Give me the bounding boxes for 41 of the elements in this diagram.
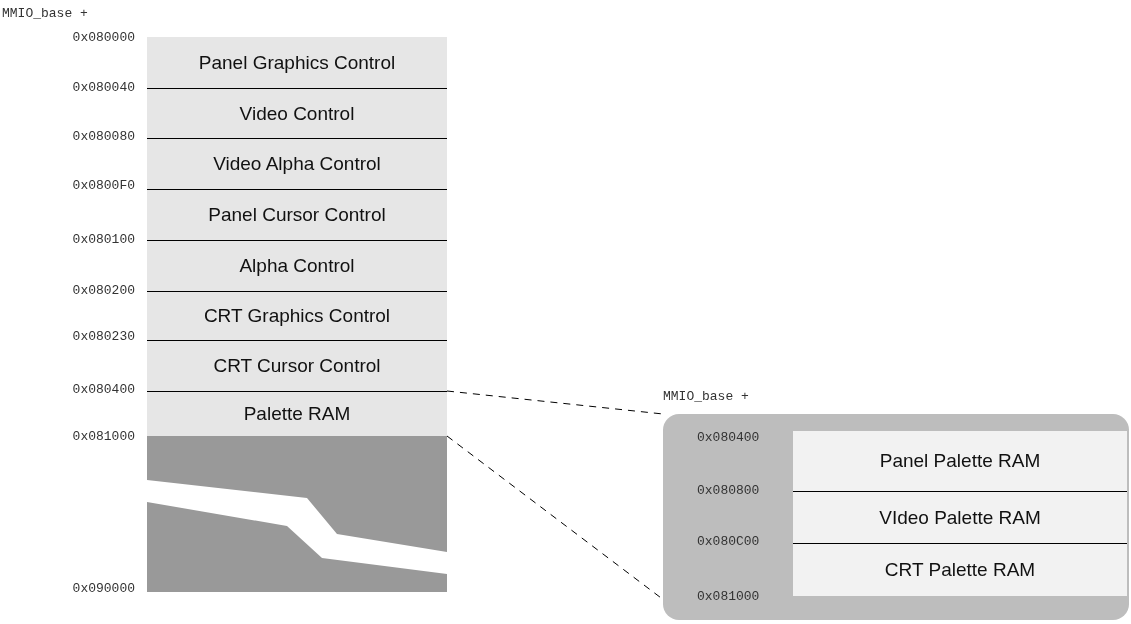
region-name: Alpha Control — [239, 255, 355, 277]
address-label: 0x080800 — [697, 483, 760, 498]
memory-region — [793, 491, 1127, 543]
memory-region — [793, 431, 1127, 491]
memory-region — [793, 543, 1127, 596]
region-name: Panel Palette RAM — [879, 450, 1041, 472]
region-name: Palette RAM — [243, 403, 351, 425]
address-label: 0x080230 — [72, 329, 135, 344]
address-label: 0x080000 — [72, 30, 135, 45]
memory-region — [147, 291, 447, 340]
base-label: MMIO_base + — [663, 389, 749, 404]
address-label: 0x0800F0 — [72, 178, 135, 193]
address-label: 0x080200 — [72, 283, 135, 298]
zoom-panel — [663, 414, 1129, 620]
region-name: Panel Cursor Control — [208, 204, 386, 226]
base-label: MMIO_base + — [2, 6, 88, 21]
address-label: 0x080400 — [72, 382, 135, 397]
address-label: 0x080C00 — [697, 534, 760, 549]
address-label: 0x080080 — [72, 129, 135, 144]
dashed-connector — [446, 390, 664, 415]
address-label: 0x081000 — [697, 589, 760, 604]
address-gap-drawing — [147, 436, 447, 592]
address-label: 0x080400 — [697, 430, 760, 445]
memory-region — [147, 391, 447, 436]
region-name: Panel Graphics Control — [198, 51, 396, 74]
memory-region — [147, 340, 447, 391]
region-name: CRT Graphics Control — [203, 305, 391, 327]
address-label: 0x080040 — [72, 80, 135, 95]
address-label: 0x081000 — [72, 429, 135, 444]
memory-region — [147, 240, 447, 291]
memory-region — [147, 189, 447, 240]
memory-region — [147, 138, 447, 189]
address-label: 0x080100 — [72, 232, 135, 247]
region-name: Video Control — [239, 102, 355, 125]
memory-region — [147, 88, 447, 138]
region-name: VIdeo Palette RAM — [879, 506, 1041, 529]
memory-region — [147, 37, 447, 88]
region-name: Video Alpha Control — [213, 153, 381, 175]
address-label: 0x090000 — [72, 581, 135, 596]
region-name: CRT Palette RAM — [884, 559, 1036, 581]
region-name: CRT Cursor Control — [213, 355, 381, 377]
